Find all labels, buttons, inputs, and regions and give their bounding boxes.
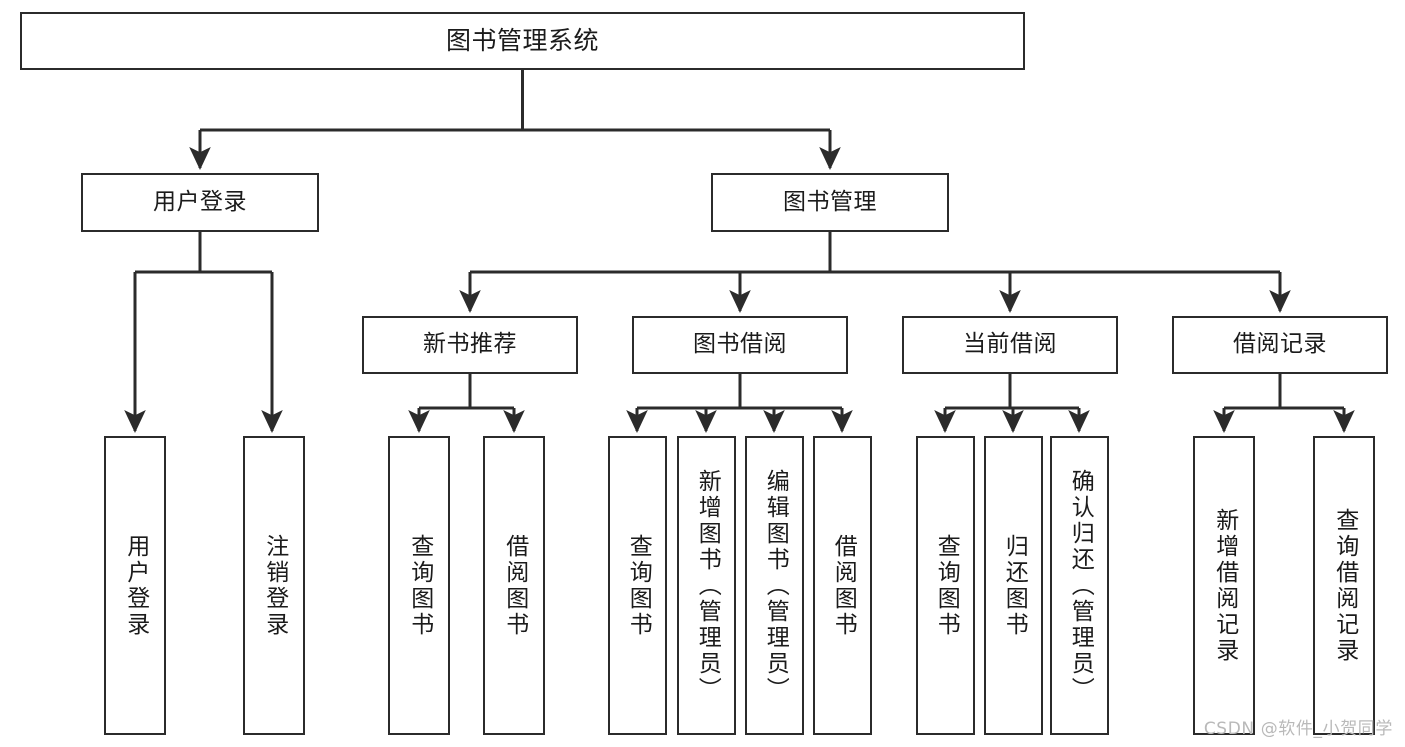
node-leaf-query-book-cb[interactable]: 查询图书 bbox=[916, 436, 975, 735]
node-leaf-confirm-return[interactable]: 确认归还（管理员） bbox=[1050, 436, 1109, 735]
node-leaf-add-book-label: 新增图书（管理员） bbox=[694, 468, 721, 703]
node-book-borrow-label: 图书借阅 bbox=[693, 331, 787, 358]
node-leaf-edit-book[interactable]: 编辑图书（管理员） bbox=[745, 436, 804, 735]
node-leaf-return-book-label: 归还图书 bbox=[1001, 533, 1028, 638]
node-current-borrow-label: 当前借阅 bbox=[963, 331, 1057, 358]
node-book-manage[interactable]: 图书管理 bbox=[711, 173, 949, 232]
node-root[interactable]: 图书管理系统 bbox=[20, 12, 1025, 70]
node-leaf-add-borrow-rec[interactable]: 新增借阅记录 bbox=[1193, 436, 1255, 735]
node-leaf-query-borrow-rec[interactable]: 查询借阅记录 bbox=[1313, 436, 1375, 735]
node-leaf-borrow-book-bb-label: 借阅图书 bbox=[830, 533, 857, 638]
node-leaf-add-book[interactable]: 新增图书（管理员） bbox=[677, 436, 736, 735]
node-leaf-query-book-bb-label: 查询图书 bbox=[625, 533, 652, 638]
node-root-label: 图书管理系统 bbox=[445, 26, 599, 55]
node-leaf-add-borrow-rec-label: 新增借阅记录 bbox=[1211, 507, 1238, 664]
node-book-manage-label: 图书管理 bbox=[783, 188, 877, 215]
node-borrow-record-label: 借阅记录 bbox=[1233, 331, 1327, 358]
node-leaf-borrow-book-rec-label: 借阅图书 bbox=[501, 533, 528, 638]
node-leaf-query-book-bb[interactable]: 查询图书 bbox=[608, 436, 667, 735]
node-borrow-record[interactable]: 借阅记录 bbox=[1172, 316, 1388, 374]
node-leaf-query-book-cb-label: 查询图书 bbox=[933, 533, 960, 638]
node-user-login[interactable]: 用户登录 bbox=[81, 173, 319, 232]
node-new-book-rec-label: 新书推荐 bbox=[423, 331, 517, 358]
node-new-book-rec[interactable]: 新书推荐 bbox=[362, 316, 578, 374]
node-user-login-label: 用户登录 bbox=[153, 188, 247, 215]
node-leaf-edit-book-label: 编辑图书（管理员） bbox=[762, 468, 789, 703]
node-leaf-user-logout-label: 注销登录 bbox=[261, 533, 288, 638]
node-leaf-borrow-book-bb[interactable]: 借阅图书 bbox=[813, 436, 872, 735]
node-leaf-borrow-book-rec[interactable]: 借阅图书 bbox=[483, 436, 545, 735]
node-book-borrow[interactable]: 图书借阅 bbox=[632, 316, 848, 374]
node-leaf-return-book[interactable]: 归还图书 bbox=[984, 436, 1043, 735]
node-leaf-user-login[interactable]: 用户登录 bbox=[104, 436, 166, 735]
node-leaf-user-logout[interactable]: 注销登录 bbox=[243, 436, 305, 735]
csdn-watermark: CSDN @软件_小贺同学 bbox=[1203, 719, 1393, 739]
node-current-borrow[interactable]: 当前借阅 bbox=[902, 316, 1118, 374]
node-leaf-user-login-label: 用户登录 bbox=[122, 533, 149, 638]
node-leaf-query-book-rec[interactable]: 查询图书 bbox=[388, 436, 450, 735]
node-leaf-query-borrow-rec-label: 查询借阅记录 bbox=[1331, 507, 1358, 664]
node-leaf-confirm-return-label: 确认归还（管理员） bbox=[1067, 468, 1094, 703]
node-leaf-query-book-rec-label: 查询图书 bbox=[406, 533, 433, 638]
